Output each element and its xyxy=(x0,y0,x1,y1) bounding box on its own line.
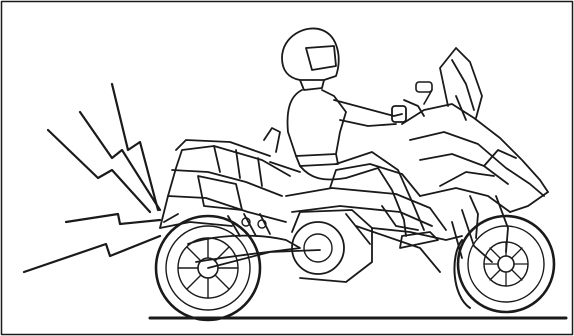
windscreen xyxy=(440,48,482,120)
motorcycle-mid-body xyxy=(286,164,462,272)
mirror xyxy=(416,82,432,104)
front-wheel-inner xyxy=(454,240,470,308)
front-wheel-outer xyxy=(458,216,554,312)
motorcycle-rear-body xyxy=(160,128,290,228)
rider-figure xyxy=(270,28,438,248)
rider-torso xyxy=(288,90,346,156)
helmet xyxy=(282,28,339,80)
engine-case xyxy=(292,210,372,282)
impact-bolts-icon xyxy=(24,84,160,272)
